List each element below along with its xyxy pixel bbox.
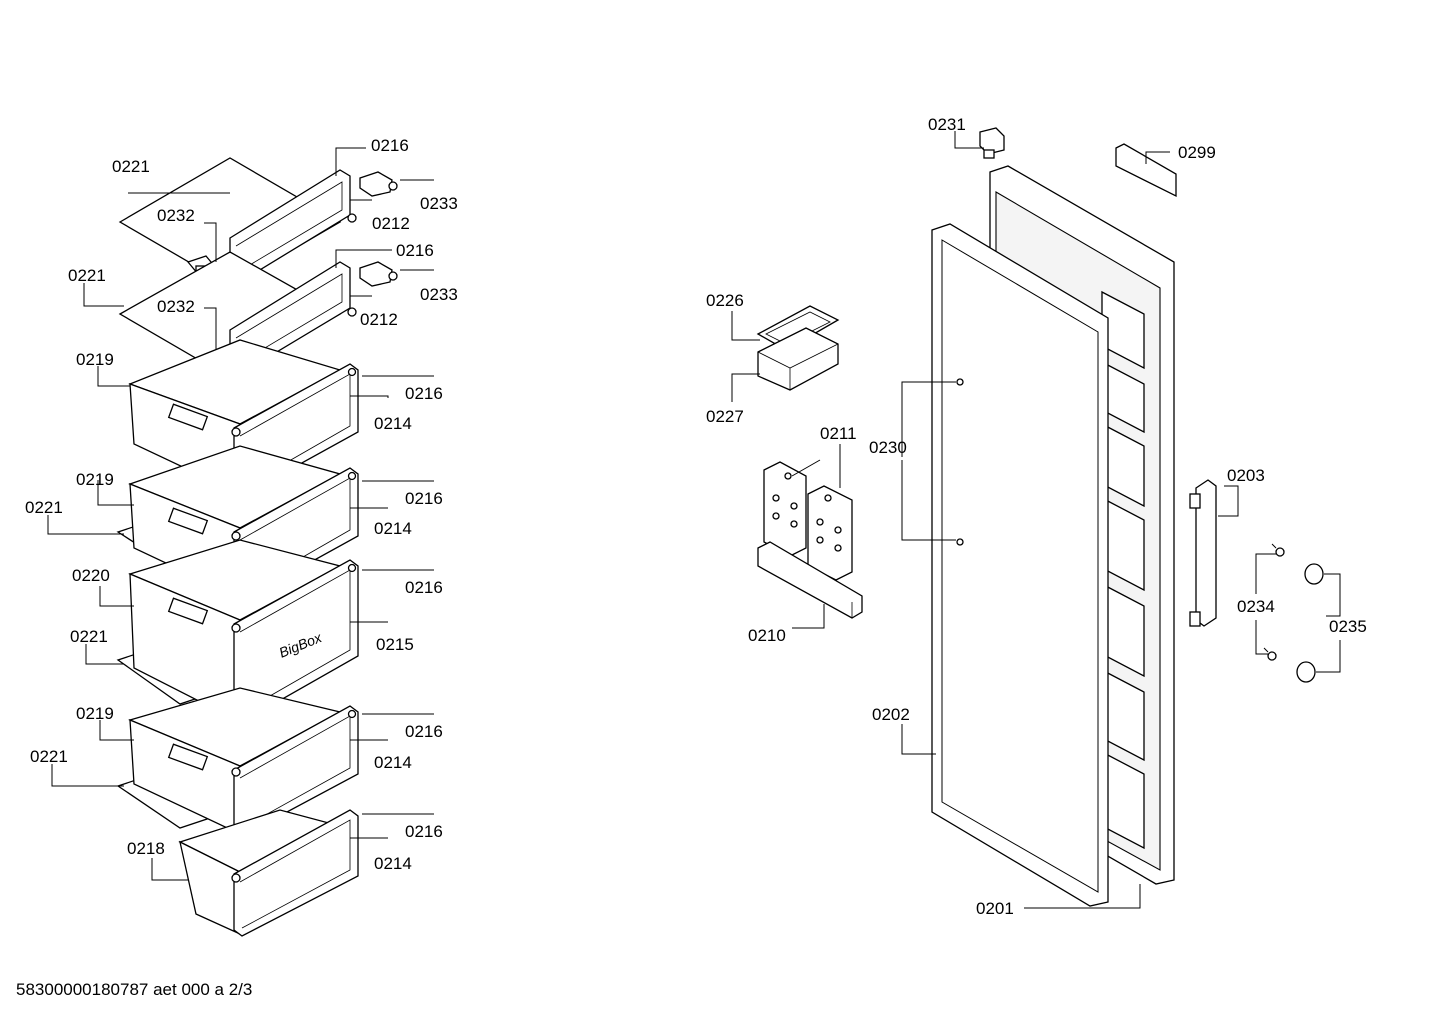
label-0216-d: 0216 [405, 489, 443, 508]
hinge-part-top [359, 171, 398, 197]
rating-label [1115, 143, 1177, 198]
label-0219-c: 0219 [76, 704, 114, 723]
label-0232-a: 0232 [157, 206, 195, 225]
label-0219-b: 0219 [76, 470, 114, 489]
freezer-drawer-4 [128, 687, 359, 837]
label-0214-b: 0214 [374, 519, 412, 538]
label-0214-a: 0214 [374, 414, 412, 433]
label-0220: 0220 [72, 566, 110, 585]
label-0227: 0227 [706, 407, 744, 426]
label-0216-f: 0216 [405, 722, 443, 741]
label-0233-b: 0233 [420, 285, 458, 304]
label-0210: 0210 [748, 626, 786, 645]
label-0299: 0299 [1178, 143, 1216, 162]
label-0231: 0231 [928, 115, 966, 134]
label-0201: 0201 [976, 899, 1014, 918]
label-0221-e: 0221 [30, 747, 68, 766]
label-0216-g: 0216 [405, 822, 443, 841]
door-seal-gasket [931, 223, 1109, 907]
label-0214-c: 0214 [374, 753, 412, 772]
cold-pack-2 [807, 485, 853, 581]
label-0203: 0203 [1227, 466, 1265, 485]
handle-caps [1296, 563, 1324, 683]
hinge-cover [979, 127, 1005, 159]
handle-screws [1263, 543, 1285, 661]
label-0212-a: 0212 [372, 214, 410, 233]
label-0235: 0235 [1329, 617, 1367, 636]
door-handle [1189, 479, 1217, 627]
part-number-labels: 0216 0221 0233 0232 0212 0216 0221 0233 … [25, 115, 1367, 918]
label-0216-c: 0216 [405, 384, 443, 403]
hinge-part-second [359, 261, 398, 287]
door-balconies [1101, 290, 1145, 850]
label-0219-a: 0219 [76, 350, 114, 369]
label-0233-a: 0233 [420, 194, 458, 213]
label-0221-c: 0221 [25, 498, 63, 517]
label-0230: 0230 [869, 438, 907, 457]
ice-cube-tray [756, 305, 840, 391]
label-0221-b: 0221 [68, 266, 106, 285]
label-0214-d: 0214 [374, 854, 412, 873]
label-0212-b: 0212 [360, 310, 398, 329]
label-0216-e: 0216 [405, 578, 443, 597]
cold-pack-holder [757, 541, 863, 619]
label-0226: 0226 [706, 291, 744, 310]
document-reference-footer: 58300000180787 aet 000 a 2/3 [16, 980, 253, 999]
label-0215: 0215 [376, 635, 414, 654]
label-0202: 0202 [872, 705, 910, 724]
cold-pack-1 [763, 461, 807, 557]
label-0232-b: 0232 [157, 297, 195, 316]
label-0234: 0234 [1237, 597, 1275, 616]
seal-screws [956, 378, 964, 546]
leader-lines [47, 131, 1341, 909]
label-0221-d: 0221 [70, 627, 108, 646]
bigbox-drawer: BigBox [128, 539, 359, 724]
label-0218: 0218 [127, 839, 165, 858]
label-0216-a: 0216 [371, 136, 409, 155]
label-0216-b: 0216 [396, 241, 434, 260]
label-0221-a: 0221 [112, 157, 150, 176]
freezer-drawer-bottom [178, 809, 359, 937]
label-0211: 0211 [820, 424, 857, 443]
